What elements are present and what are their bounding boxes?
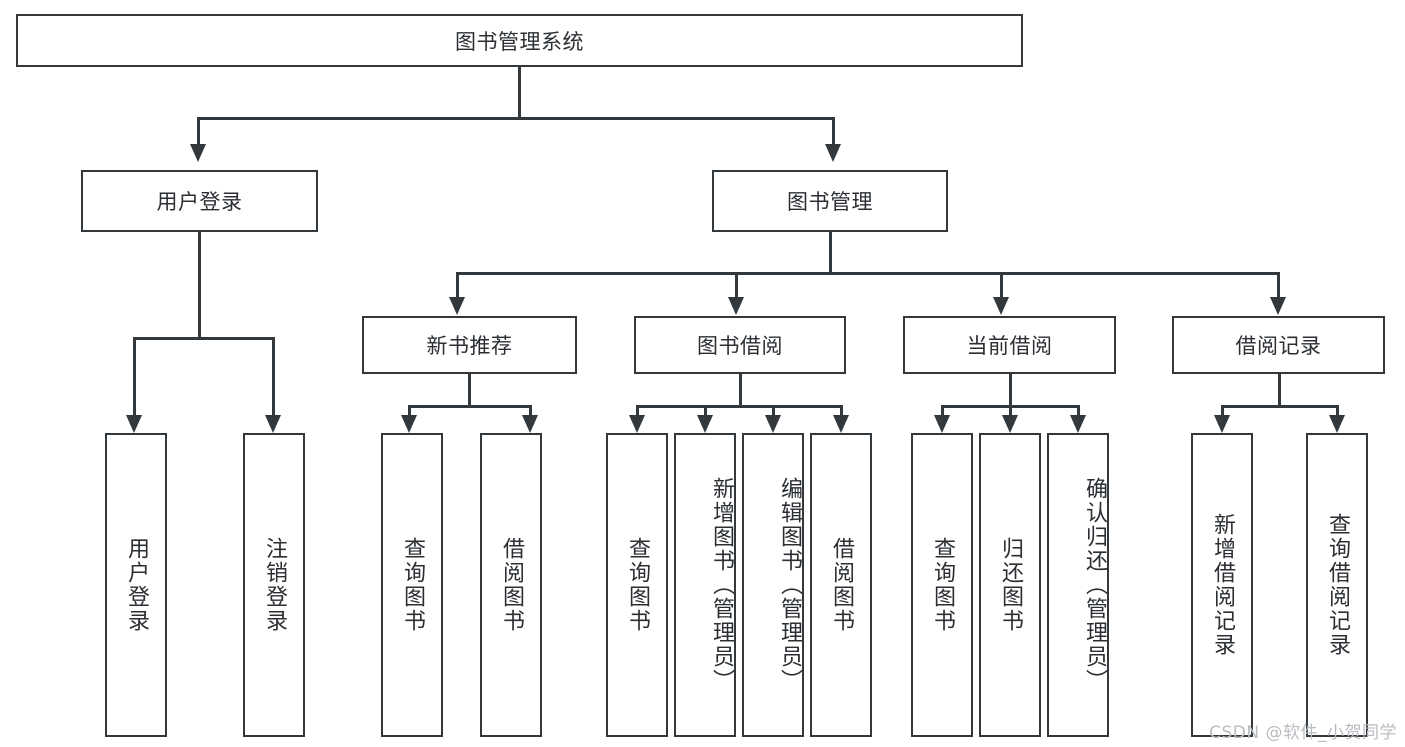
node-new-book-recommend[interactable]: 新书推荐 bbox=[362, 316, 577, 374]
connector-book-borrow-drop-1 bbox=[636, 405, 639, 417]
connector-current-borrow-drop-3 bbox=[1077, 405, 1080, 417]
arrow-to-leaf-add-book bbox=[697, 415, 713, 433]
connector-current-borrow-drop-2 bbox=[1009, 405, 1012, 417]
leaf-query-borrow-record[interactable]: 查询借阅记录 bbox=[1306, 433, 1368, 737]
node-label: 新增图书（管理员） bbox=[709, 477, 734, 693]
arrow-to-leaf-query-book-2 bbox=[629, 415, 645, 433]
node-book-borrow[interactable]: 图书借阅 bbox=[634, 316, 846, 374]
connector-book-borrow-drop-3 bbox=[772, 405, 775, 417]
connector-new-book-bar bbox=[408, 405, 532, 408]
leaf-logout-login[interactable]: 注销登录 bbox=[243, 433, 305, 737]
connector-user-login-stem bbox=[198, 232, 201, 337]
connector-borrow-record-stem bbox=[1278, 374, 1281, 405]
arrow-to-current-borrow bbox=[993, 297, 1009, 315]
node-label: 新书推荐 bbox=[426, 334, 513, 358]
connector-root-stem bbox=[518, 67, 521, 117]
connector-book-mgmt-drop-3 bbox=[1000, 272, 1003, 297]
leaf-return-book[interactable]: 归还图书 bbox=[979, 433, 1041, 737]
connector-current-borrow-drop-1 bbox=[941, 405, 944, 417]
node-label: 查询图书 bbox=[399, 537, 425, 633]
connector-borrow-record-drop-1 bbox=[1221, 405, 1224, 417]
connector-book-borrow-stem bbox=[739, 374, 742, 405]
leaf-add-book[interactable]: 新增图书（管理员） bbox=[674, 433, 736, 737]
leaf-borrow-book-2[interactable]: 借阅图书 bbox=[810, 433, 872, 737]
connector-user-login-bar bbox=[133, 337, 275, 340]
arrow-to-leaf-confirm-return bbox=[1070, 415, 1086, 433]
node-borrow-record[interactable]: 借阅记录 bbox=[1172, 316, 1385, 374]
node-user-login[interactable]: 用户登录 bbox=[81, 170, 318, 232]
node-label: 借阅图书 bbox=[498, 537, 524, 633]
node-label: 借阅记录 bbox=[1235, 334, 1322, 358]
arrow-to-book-borrow bbox=[728, 297, 744, 315]
arrow-to-leaf-query-borrow-record bbox=[1329, 415, 1345, 433]
connector-book-borrow-drop-2 bbox=[704, 405, 707, 417]
arrow-to-leaf-return-book bbox=[1002, 415, 1018, 433]
leaf-query-book-1[interactable]: 查询图书 bbox=[381, 433, 443, 737]
node-book-management-system[interactable]: 图书管理系统 bbox=[16, 14, 1023, 67]
arrow-to-leaf-borrow-book-1 bbox=[522, 415, 538, 433]
connector-borrow-record-drop-2 bbox=[1336, 405, 1339, 417]
arrow-to-leaf-user-login bbox=[126, 415, 142, 433]
arrow-to-user-login bbox=[190, 144, 206, 162]
arrow-to-leaf-query-book-3 bbox=[934, 415, 950, 433]
node-label: 图书借阅 bbox=[697, 334, 783, 358]
leaf-query-book-3[interactable]: 查询图书 bbox=[911, 433, 973, 737]
arrow-to-book-management bbox=[825, 144, 841, 162]
arrow-to-leaf-add-borrow-record bbox=[1214, 415, 1230, 433]
connector-new-book-stem bbox=[468, 374, 471, 405]
connector-root-drop-right bbox=[832, 117, 835, 144]
connector-user-login-drop-2 bbox=[272, 337, 275, 415]
node-label: 借阅图书 bbox=[828, 537, 854, 633]
arrow-to-leaf-logout-login bbox=[265, 415, 281, 433]
connector-book-mgmt-stem bbox=[829, 232, 832, 272]
leaf-confirm-return[interactable]: 确认归还（管理员） bbox=[1047, 433, 1109, 737]
leaf-query-book-2[interactable]: 查询图书 bbox=[606, 433, 668, 737]
arrow-to-new-book-recommend bbox=[449, 297, 465, 315]
leaf-borrow-book-1[interactable]: 借阅图书 bbox=[480, 433, 542, 737]
connector-borrow-record-bar bbox=[1221, 405, 1339, 408]
connector-book-mgmt-drop-4 bbox=[1277, 272, 1280, 297]
node-label: 图书管理系统 bbox=[455, 29, 584, 54]
csdn-watermark: CSDN @软件_小贺同学 bbox=[1209, 723, 1397, 743]
connector-book-mgmt-drop-1 bbox=[456, 272, 459, 297]
node-label: 编辑图书（管理员） bbox=[777, 477, 802, 693]
node-label: 图书管理 bbox=[787, 190, 873, 214]
node-current-borrow[interactable]: 当前借阅 bbox=[903, 316, 1116, 374]
connector-new-book-drop-1 bbox=[408, 405, 411, 417]
node-label: 当前借阅 bbox=[966, 334, 1053, 358]
connector-new-book-drop-2 bbox=[529, 405, 532, 417]
node-book-management[interactable]: 图书管理 bbox=[712, 170, 948, 232]
node-label: 确认归还（管理员） bbox=[1082, 477, 1107, 693]
leaf-user-login[interactable]: 用户登录 bbox=[105, 433, 167, 737]
arrow-to-leaf-borrow-book-2 bbox=[833, 415, 849, 433]
node-label: 查询借阅记录 bbox=[1324, 513, 1350, 657]
leaf-add-borrow-record[interactable]: 新增借阅记录 bbox=[1191, 433, 1253, 737]
connector-book-borrow-drop-4 bbox=[840, 405, 843, 417]
connector-book-borrow-bar bbox=[636, 405, 842, 408]
connector-book-mgmt-bar bbox=[456, 272, 1280, 275]
connector-book-mgmt-drop-2 bbox=[735, 272, 738, 297]
node-label: 用户登录 bbox=[123, 537, 149, 633]
node-label: 用户登录 bbox=[156, 190, 243, 214]
leaf-edit-book[interactable]: 编辑图书（管理员） bbox=[742, 433, 804, 737]
node-label: 注销登录 bbox=[261, 537, 287, 633]
arrow-to-leaf-edit-book bbox=[765, 415, 781, 433]
node-label: 查询图书 bbox=[624, 537, 650, 633]
node-label: 查询图书 bbox=[929, 537, 955, 633]
connector-root-bar bbox=[197, 117, 835, 120]
connector-current-borrow-stem bbox=[1009, 374, 1012, 405]
node-label: 新增借阅记录 bbox=[1209, 513, 1235, 657]
connector-root-drop-left bbox=[197, 117, 200, 144]
node-label: 归还图书 bbox=[997, 537, 1023, 633]
arrow-to-leaf-query-book-1 bbox=[401, 415, 417, 433]
connector-user-login-drop-1 bbox=[133, 337, 136, 415]
arrow-to-borrow-record bbox=[1270, 297, 1286, 315]
